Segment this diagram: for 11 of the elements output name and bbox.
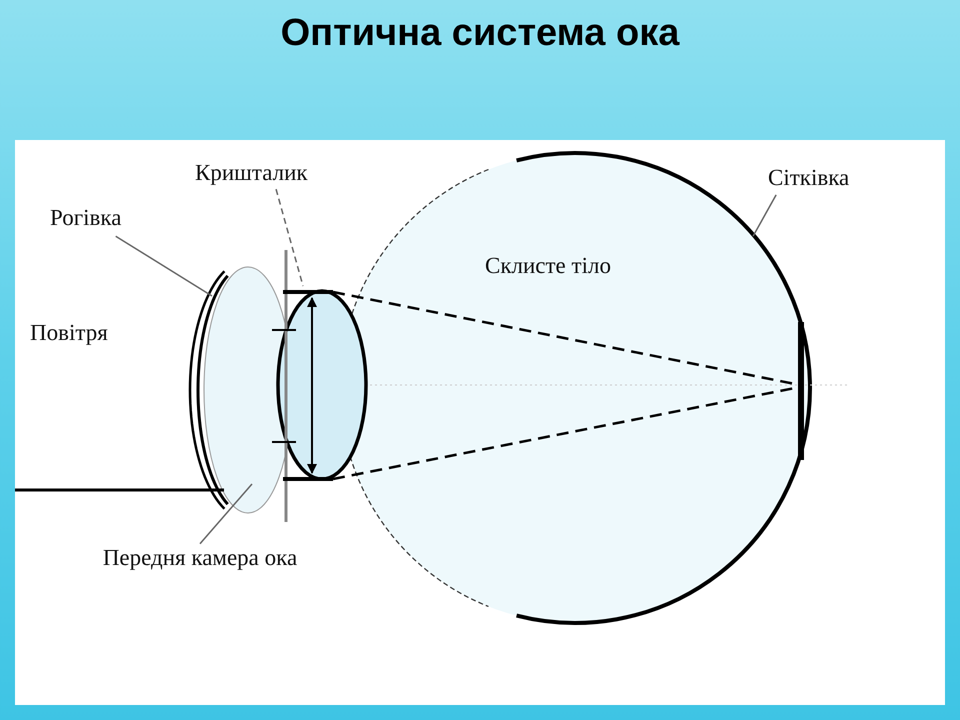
part-label: Рогівка <box>50 205 122 231</box>
part-label: Повітря <box>30 320 108 346</box>
part-label: Склисте тіло <box>485 253 611 279</box>
part-label: Сітківка <box>768 165 850 191</box>
part-label: Кришталик <box>195 160 308 186</box>
title: Оптична система ока <box>280 12 681 55</box>
leader-line <box>752 194 777 237</box>
leader-line <box>115 236 212 297</box>
leader-line <box>275 188 304 286</box>
leader-line <box>199 484 253 544</box>
part-label: Передня камера ока <box>80 545 320 571</box>
